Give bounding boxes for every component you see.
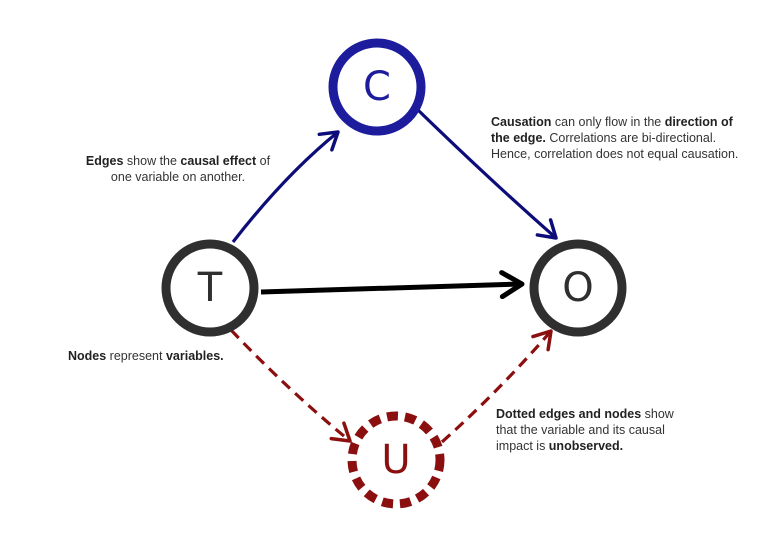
dotted-text-3: impact is bbox=[496, 439, 549, 453]
node-o-label: O bbox=[562, 265, 593, 311]
nodes-bold-2: variables. bbox=[165, 349, 224, 363]
edges-text-1: show the bbox=[123, 154, 181, 168]
dotted-bold-2: unobserved. bbox=[548, 439, 624, 453]
edge-u-to-o bbox=[440, 329, 553, 444]
dotted-line-2: that the variable and its causal bbox=[496, 423, 665, 437]
edge-c-to-o bbox=[416, 108, 558, 240]
node-u: U bbox=[347, 411, 445, 509]
edges-line-2: one variable on another. bbox=[110, 170, 246, 184]
annotation-nodes: Nodes represent variables. bbox=[68, 348, 268, 364]
dotted-text-1: show bbox=[641, 407, 674, 421]
edge-t-to-u bbox=[229, 328, 352, 443]
dotted-bold-1: Dotted edges and nodes bbox=[496, 407, 642, 421]
causation-bold-2: direction of bbox=[664, 115, 733, 129]
edges-text-2: of bbox=[256, 154, 271, 168]
annotation-dotted: Dotted edges and nodes show that the var… bbox=[496, 406, 736, 454]
node-u-label: U bbox=[381, 437, 410, 483]
node-c: C bbox=[328, 38, 426, 136]
node-c-label: C bbox=[363, 64, 391, 110]
edge-t-to-c bbox=[231, 130, 340, 243]
causation-line-3: Hence, correlation does not equal causat… bbox=[491, 147, 739, 161]
causation-bold-3: the edge. bbox=[491, 131, 546, 145]
node-t: T bbox=[161, 239, 259, 337]
node-t-label: T bbox=[197, 265, 223, 311]
edges-bold-1: Edges bbox=[85, 154, 124, 168]
node-o: O bbox=[529, 239, 627, 337]
nodes-bold-1: Nodes bbox=[68, 349, 107, 363]
causation-text-2: Correlations are bi-directional. bbox=[545, 131, 717, 145]
causation-text-1: can only flow in the bbox=[551, 115, 665, 129]
edges-bold-2: causal effect bbox=[180, 154, 257, 168]
edge-t-to-o bbox=[260, 270, 525, 300]
annotation-edges: Edges show the causal effect of one vari… bbox=[78, 153, 278, 185]
annotation-causation: Causation can only flow in the direction… bbox=[491, 114, 761, 162]
nodes-text-1: represent bbox=[106, 349, 166, 363]
causation-bold-1: Causation bbox=[491, 115, 552, 129]
